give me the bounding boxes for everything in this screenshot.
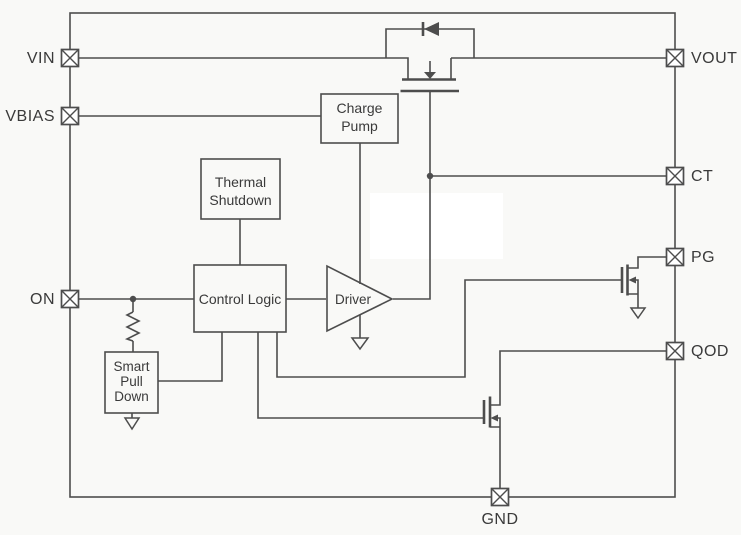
charge-pump-label-2: Pump: [341, 118, 378, 134]
body-diode-arrow: [424, 22, 439, 36]
pin-x-icon: [666, 248, 684, 266]
smart-pull-down-box: [104, 351, 159, 414]
wire-gate-drive: [393, 92, 431, 300]
wire-vout-rail: [450, 57, 667, 79]
pin-labels: VIN VBIAS ON VOUT CT PG QOD GND: [5, 50, 737, 528]
qod-fet-source-wire: [490, 417, 501, 489]
smart-pull-down-label-2: Pull: [120, 374, 143, 389]
background-patch: [370, 193, 503, 259]
driver-label: Driver: [335, 292, 372, 307]
smart-pull-down-label-3: Down: [114, 389, 149, 404]
control-logic-label: Control Logic: [199, 291, 282, 307]
ground-icon: [350, 337, 370, 351]
pin-x-icon: [666, 342, 684, 360]
control-logic-block: Control Logic: [193, 264, 287, 333]
thermal-shutdown-block: Thermal Shutdown: [200, 158, 281, 220]
pg-fet-drain-wire: [627, 256, 667, 269]
vbias-pin: [60, 106, 80, 126]
vin-pin: [60, 48, 80, 68]
control-logic-box: [193, 264, 287, 333]
qod-fet-drain-wire: [490, 350, 667, 406]
ct-label: CT: [691, 168, 713, 185]
smart-pull-down-block: Smart Pull Down: [104, 351, 159, 431]
thermal-shutdown-label-1: Thermal: [215, 174, 266, 190]
pin-terminals: [60, 48, 685, 507]
vout-label: VOUT: [691, 50, 737, 67]
pg-fet-source-wire: [627, 279, 639, 308]
wires: [78, 57, 667, 419]
wire-spd-to-logic: [158, 332, 223, 382]
thermal-shutdown-box: [200, 158, 281, 220]
junction-on-node: [129, 295, 137, 303]
gnd-label: GND: [481, 511, 518, 528]
pg-pin: [665, 247, 685, 267]
gnd-pin: [490, 487, 510, 507]
ground-icon: [123, 417, 141, 431]
qod-label: QOD: [691, 343, 729, 360]
resistor: [124, 311, 141, 342]
charge-pump-box: [320, 93, 399, 144]
wire-vin-rail: [78, 57, 409, 79]
pg-fet-body-arrow: [628, 276, 636, 284]
ct-pin: [665, 166, 685, 186]
pin-x-icon: [61, 290, 79, 308]
ground-icon: [629, 307, 647, 320]
qod-pin: [665, 341, 685, 361]
pg-fet: [620, 256, 667, 320]
body-diode-loop: [385, 28, 475, 58]
wire-logic-to-pg-gate: [276, 279, 622, 378]
on-label: ON: [30, 291, 55, 308]
charge-pump-label-1: Charge: [337, 100, 383, 116]
qod-fet-body-arrow: [490, 414, 498, 422]
pin-x-icon: [491, 488, 509, 506]
vout-pin: [665, 48, 685, 68]
on-pin: [60, 289, 80, 309]
pin-x-icon: [666, 167, 684, 185]
driver-block: Driver: [326, 264, 394, 351]
charge-pump-block: Charge Pump: [320, 93, 399, 144]
qod-fet: [482, 350, 667, 489]
smart-pull-down-label-1: Smart: [113, 359, 149, 374]
wire-logic-to-qod-gate: [257, 332, 484, 419]
junction-ct-node: [426, 172, 434, 180]
thermal-shutdown-label-2: Shutdown: [209, 192, 271, 208]
pass-fet-body-arrow: [424, 72, 436, 79]
pin-x-icon: [61, 49, 79, 67]
pg-label: PG: [691, 249, 715, 266]
pin-x-icon: [61, 107, 79, 125]
pass-fet: [385, 22, 475, 93]
vbias-label: VBIAS: [5, 108, 55, 125]
pin-x-icon: [666, 49, 684, 67]
vin-label: VIN: [27, 50, 55, 67]
